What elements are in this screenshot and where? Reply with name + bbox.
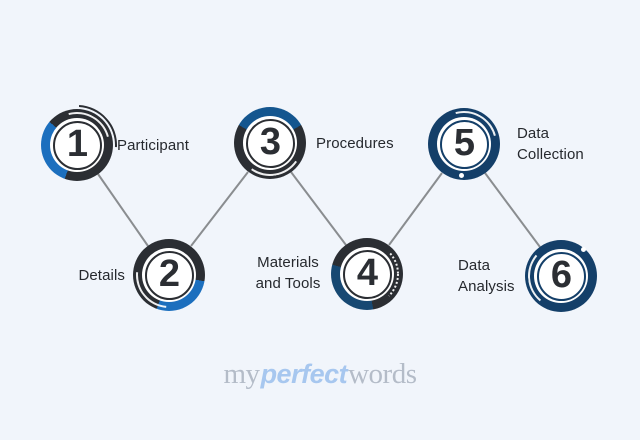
step-5-core: 5 bbox=[439, 119, 489, 169]
logo-part-perfect: perfect bbox=[260, 359, 348, 389]
step-2-node: 2 bbox=[122, 228, 216, 322]
brand-logo: myperfectwords bbox=[0, 358, 640, 391]
step-4-node: 4 bbox=[331, 238, 403, 310]
connector-1-2 bbox=[97, 173, 149, 247]
step-6-core: 6 bbox=[536, 251, 586, 301]
connector-5-6 bbox=[484, 172, 541, 248]
step-2-label: Details bbox=[78, 267, 125, 284]
ring-dot-icon bbox=[581, 247, 586, 252]
step-2-ring: 2 bbox=[122, 228, 216, 322]
step-2-number: 2 bbox=[158, 253, 180, 295]
step-6-node: 6 bbox=[525, 240, 597, 312]
step-1-label: Participant bbox=[117, 137, 189, 154]
logo-part-words: words bbox=[348, 358, 417, 390]
step-1-node: 1 bbox=[20, 88, 134, 202]
step-5-node: 5 bbox=[418, 98, 510, 190]
step-3-core: 3 bbox=[245, 118, 295, 168]
step-1-number: 1 bbox=[66, 123, 88, 165]
step-5-ring: 5 bbox=[418, 98, 510, 190]
step-1-core: 1 bbox=[52, 120, 102, 170]
step-3-number: 3 bbox=[259, 121, 281, 163]
step-6-number: 6 bbox=[550, 254, 572, 296]
step-3-ring: 3 bbox=[231, 104, 309, 182]
step-4-ring: 4 bbox=[331, 238, 403, 310]
step-6-ring: 6 bbox=[525, 240, 597, 312]
connector-2-3 bbox=[190, 171, 249, 247]
step-4-number: 4 bbox=[356, 252, 378, 294]
logo-part-my: my bbox=[223, 358, 261, 390]
step-3-label: Procedures bbox=[316, 135, 394, 152]
step-5-label: Data Collection bbox=[517, 125, 584, 163]
step-3-node: 3 bbox=[231, 104, 309, 182]
step-4-core: 4 bbox=[342, 249, 392, 299]
ring-dot-icon bbox=[459, 173, 464, 178]
step-2-core: 2 bbox=[144, 250, 194, 300]
connector-4-5 bbox=[388, 172, 443, 246]
step-6-label: Data Analysis bbox=[458, 257, 515, 295]
step-5-number: 5 bbox=[453, 122, 475, 164]
step-4-label: Materials and Tools bbox=[255, 254, 321, 292]
step-1-ring: 1 bbox=[31, 99, 123, 191]
connector-3-4 bbox=[290, 171, 347, 246]
